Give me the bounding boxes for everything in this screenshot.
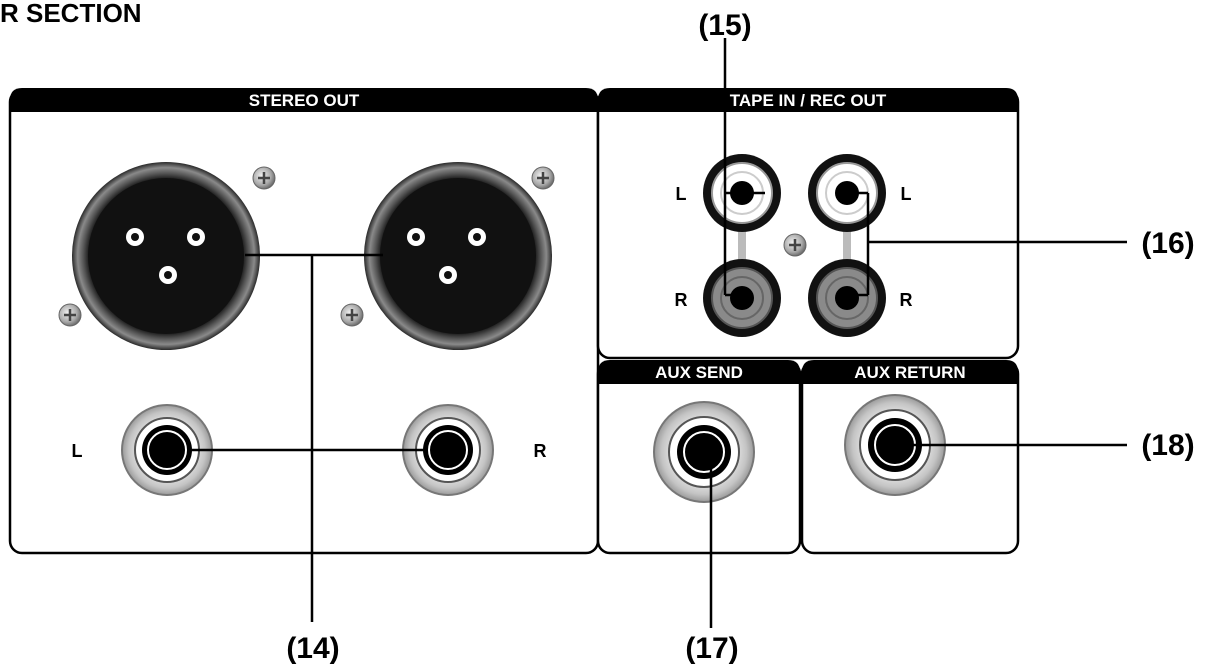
screw-icon [531,166,555,190]
screw-icon [340,303,364,327]
callout-16: (16) [1141,227,1194,260]
stereo-right-label: R [534,441,547,461]
tape-in-right-label: R [675,290,688,310]
screw-icon [58,303,82,327]
stereo-left-label: L [72,441,83,461]
aux-return-label: AUX RETURN [854,363,965,382]
tape-panel-label: TAPE IN / REC OUT [730,91,887,110]
aux-send-label: AUX SEND [655,363,743,382]
callout-14: (14) [286,632,339,665]
jack-left-output [121,404,213,496]
rca-tape-in-right [703,259,781,337]
callout-lines [190,38,1127,628]
tape-panel: TAPE IN / REC OUT [596,88,1020,360]
rec-out-left-label: L [901,184,912,204]
stereo-out-label: STEREO OUT [249,91,360,110]
aux-send-jack [653,401,755,503]
xlr-right-output [364,162,552,350]
screw-icon [783,233,807,257]
section-title: R SECTION [0,0,142,28]
xlr-left-output [72,162,260,350]
callout-15: (15) [698,9,751,42]
jack-right-output [402,404,494,496]
callout-18: (18) [1141,429,1194,462]
screw-icon [252,166,276,190]
rca-rec-out-right [808,259,886,337]
rec-out-right-label: R [900,290,913,310]
tape-in-left-label: L [676,184,687,204]
callout-17: (17) [685,632,738,665]
